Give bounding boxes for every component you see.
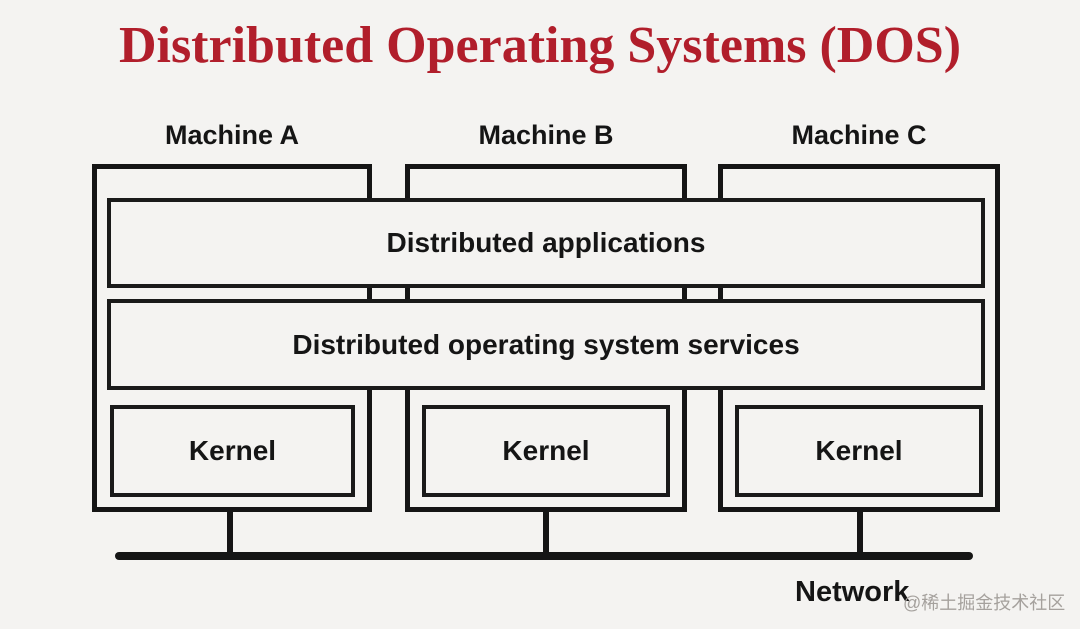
network-bus-line [115,552,973,560]
machine-a-network-connector [227,511,233,556]
distributed-os-services-label: Distributed operating system services [292,328,800,360]
distributed-applications-box: Distributed applications [107,198,985,288]
kernel-a-label: Kernel [188,435,277,466]
machine-c-network-connector [857,511,863,556]
kernel-a-box: Kernel [110,405,355,497]
watermark-text: @稀土掘金技术社区 [903,593,1066,613]
machine-b-network-connector [543,511,549,556]
distributed-applications-label: Distributed applications [386,227,706,258]
distributed-os-services-box: Distributed operating system services [107,299,985,390]
machine-b-label: Machine B [478,120,614,150]
kernel-b-label: Kernel [502,435,590,466]
kernel-b-box: Kernel [422,405,670,497]
diagram-title: Distributed Operating Systems (DOS) [118,17,962,74]
kernel-c-box: Kernel [735,405,983,497]
machine-a-label: Machine A [164,120,300,150]
kernel-c-label: Kernel [815,435,903,466]
machine-c-label: Machine C [791,120,927,150]
network-label: Network [795,576,910,608]
